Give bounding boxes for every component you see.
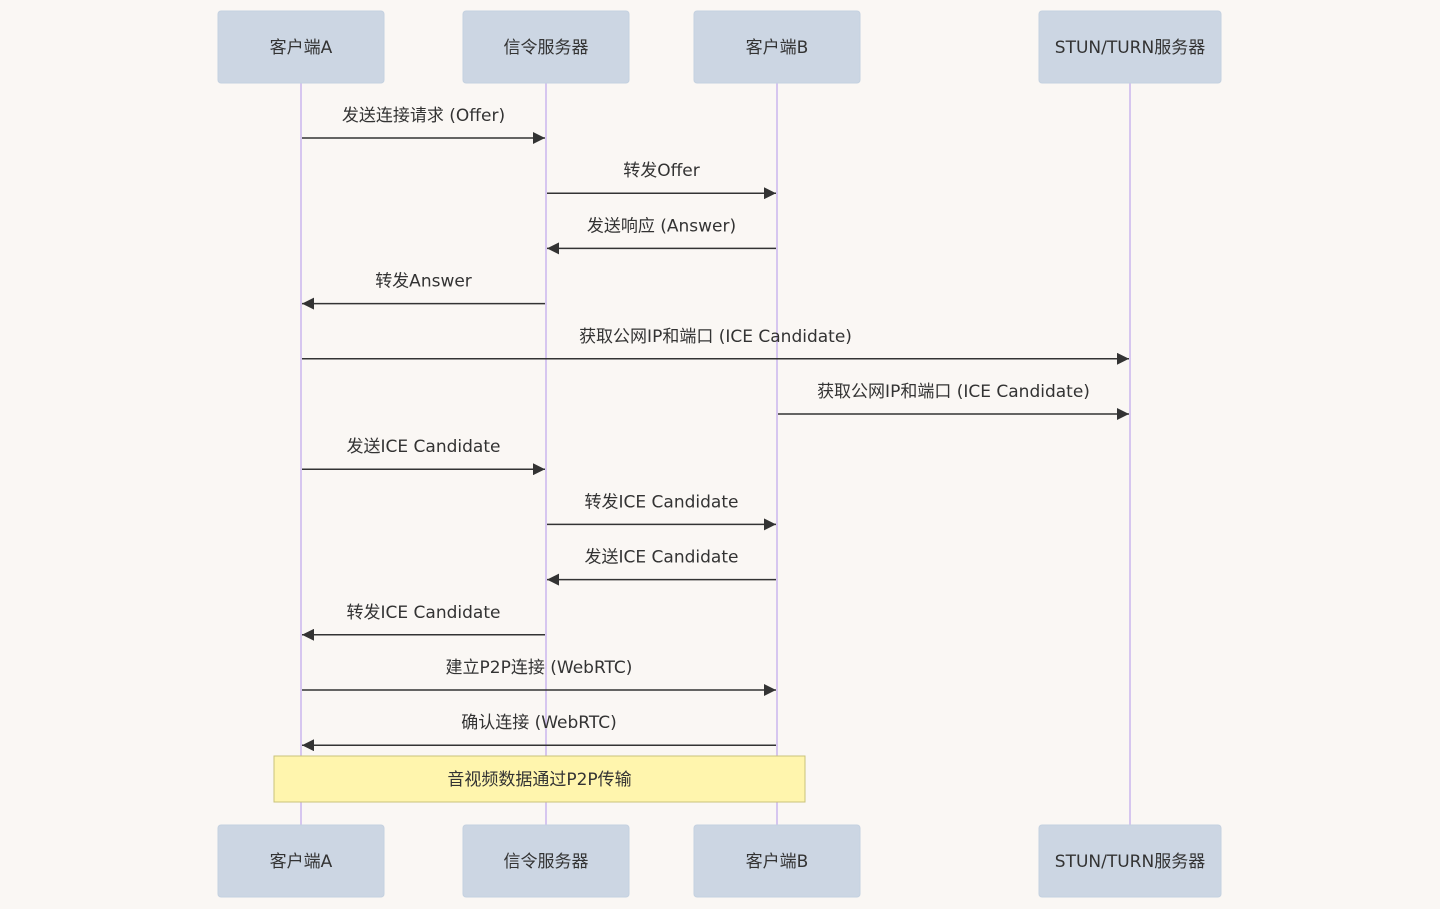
message-11: 建立P2P连接 (WebRTC) [302, 658, 776, 696]
message-7: 发送ICE Candidate [302, 437, 545, 476]
participant-box [462, 824, 630, 898]
participant-t-top: STUN/TURN服务器 [1038, 10, 1222, 84]
message-label: 转发ICE Candidate [585, 492, 739, 512]
participant-s-top: 信令服务器 [462, 10, 630, 84]
message-label: 发送ICE Candidate [585, 548, 739, 568]
participant-label: STUN/TURN服务器 [1055, 38, 1205, 58]
message-10: 转发ICE Candidate [302, 603, 545, 641]
message-label: 转发Answer [375, 272, 472, 292]
message-8: 转发ICE Candidate [547, 492, 776, 531]
participant-label: STUN/TURN服务器 [1055, 852, 1205, 872]
participant-a-top: 客户端A [217, 10, 385, 84]
message-label: 发送ICE Candidate [347, 437, 501, 457]
message-3: 发送响应 (Answer) [547, 216, 776, 255]
message-5: 获取公网IP和端口 (ICE Candidate) [302, 327, 1129, 365]
participant-box [1038, 824, 1222, 898]
participant-t-bottom: STUN/TURN服务器 [1038, 824, 1222, 898]
participant-box [693, 10, 861, 84]
message-label: 获取公网IP和端口 (ICE Candidate) [817, 382, 1090, 402]
message-12: 确认连接 (WebRTC) [302, 713, 776, 752]
participant-a-bottom: 客户端A [217, 824, 385, 898]
message-label: 确认连接 (WebRTC) [461, 713, 617, 733]
message-label: 转发Offer [623, 161, 700, 181]
note-label: 音视频数据通过P2P传输 [447, 770, 631, 790]
message-label: 获取公网IP和端口 (ICE Candidate) [579, 327, 852, 347]
message-4: 转发Answer [302, 272, 545, 310]
participant-box [462, 10, 630, 84]
message-9: 发送ICE Candidate [547, 548, 776, 586]
participant-b-bottom: 客户端B [693, 824, 861, 898]
participant-label: 信令服务器 [504, 852, 589, 872]
note-box [273, 755, 806, 803]
message-label: 转发ICE Candidate [347, 603, 501, 623]
participant-label: 客户端A [270, 852, 333, 872]
message-6: 获取公网IP和端口 (ICE Candidate) [778, 382, 1129, 420]
note: 音视频数据通过P2P传输 [273, 755, 806, 803]
participant-b-top: 客户端B [693, 10, 861, 84]
message-2: 转发Offer [547, 161, 776, 200]
message-1: 发送连接请求 (Offer) [302, 106, 545, 144]
message-label: 建立P2P连接 (WebRTC) [446, 658, 633, 678]
participant-s-bottom: 信令服务器 [462, 824, 630, 898]
message-label: 发送连接请求 (Offer) [342, 106, 505, 126]
participant-label: 客户端A [270, 38, 333, 58]
participant-label: 客户端B [746, 852, 809, 872]
participant-box [693, 824, 861, 898]
participant-label: 信令服务器 [504, 38, 589, 58]
participant-box [1038, 10, 1222, 84]
participant-label: 客户端B [746, 38, 809, 58]
participant-box [217, 824, 385, 898]
participant-box [217, 10, 385, 84]
message-label: 发送响应 (Answer) [587, 216, 736, 236]
